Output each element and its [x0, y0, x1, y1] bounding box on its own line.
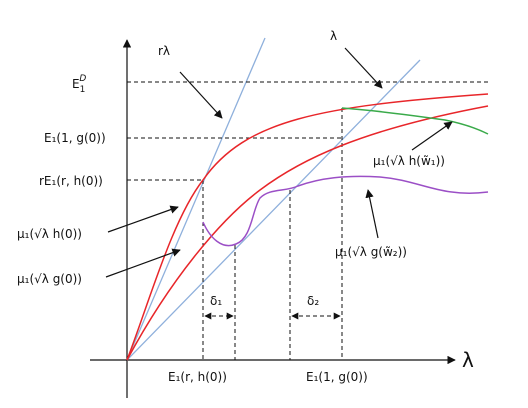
label-x-E1-rh0: E₁(r, h(0))	[168, 370, 227, 384]
arrow-mu-g0	[105, 248, 181, 278]
arrow-lambda	[344, 47, 383, 89]
label-x-E1-1g0: E₁(1, g(0))	[306, 370, 368, 384]
arrow-mu-w1	[411, 121, 453, 151]
mu-g0-curve	[126, 105, 489, 361]
label-mu-w2: μ₁(√λ g(w̃₂))	[335, 245, 407, 259]
label-lambda-axis: λ	[462, 348, 474, 372]
label-E1D: E1D	[72, 74, 86, 95]
label-r-lambda: rλ	[158, 44, 170, 58]
label-mu-g0: μ₁(√λ g(0))	[17, 272, 82, 286]
label-delta1: δ₁	[210, 294, 222, 308]
label-lambda-line: λ	[330, 29, 337, 43]
label-rE1-rh0: rE₁(r, h(0))	[39, 174, 103, 188]
arrow-r-lambda	[179, 71, 223, 119]
arrow-mu-h0	[107, 205, 179, 233]
label-mu-w1: μ₁(√λ h(w̃₁))	[373, 154, 445, 168]
label-E1-1g0: E₁(1, g(0))	[44, 131, 106, 145]
label-mu-h0: μ₁(√λ h(0))	[17, 227, 82, 241]
label-delta2: δ₂	[307, 294, 319, 308]
mu-w2-curve	[202, 175, 489, 247]
arrow-mu-w2	[365, 189, 379, 239]
r-lambda-line	[126, 37, 266, 361]
mu-w1-curve	[341, 107, 489, 135]
mu-h0-curve	[126, 93, 489, 361]
